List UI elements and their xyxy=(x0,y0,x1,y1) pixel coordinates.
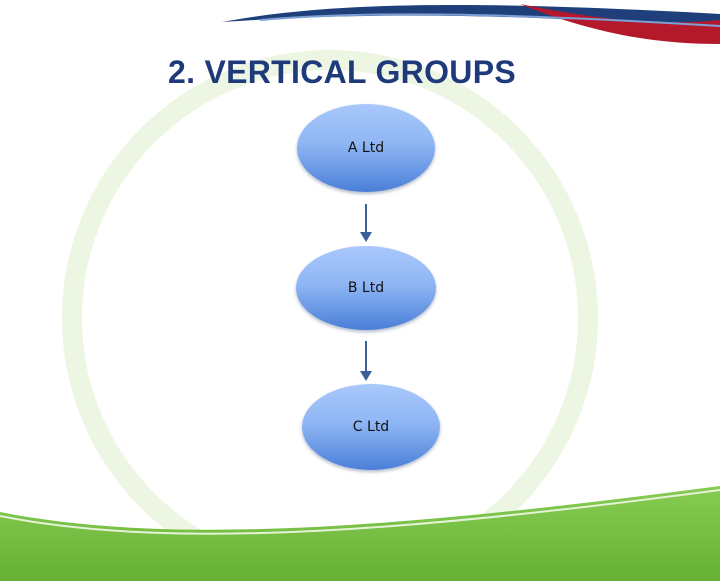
arrow-b-to-c-head xyxy=(360,371,372,381)
ground-green xyxy=(0,486,720,581)
arrow-a-to-b xyxy=(360,204,372,242)
node-c-ltd: C Ltd xyxy=(302,384,440,470)
node-a-label: A Ltd xyxy=(347,140,385,156)
arrow-b-to-c xyxy=(360,341,372,381)
slide-title: 2. VERTICAL GROUPS xyxy=(168,54,516,90)
top-swoosh-red xyxy=(520,4,720,44)
top-swoosh-navy xyxy=(222,4,720,30)
node-a-ltd: A Ltd xyxy=(297,104,435,192)
node-b-label: B Ltd xyxy=(347,280,385,296)
arrow-a-to-b-head xyxy=(360,232,372,242)
ground-highlight xyxy=(0,489,720,535)
node-c-label: C Ltd xyxy=(352,419,390,435)
node-b-ltd: B Ltd xyxy=(296,246,436,330)
top-swoosh-highlight xyxy=(259,13,720,27)
